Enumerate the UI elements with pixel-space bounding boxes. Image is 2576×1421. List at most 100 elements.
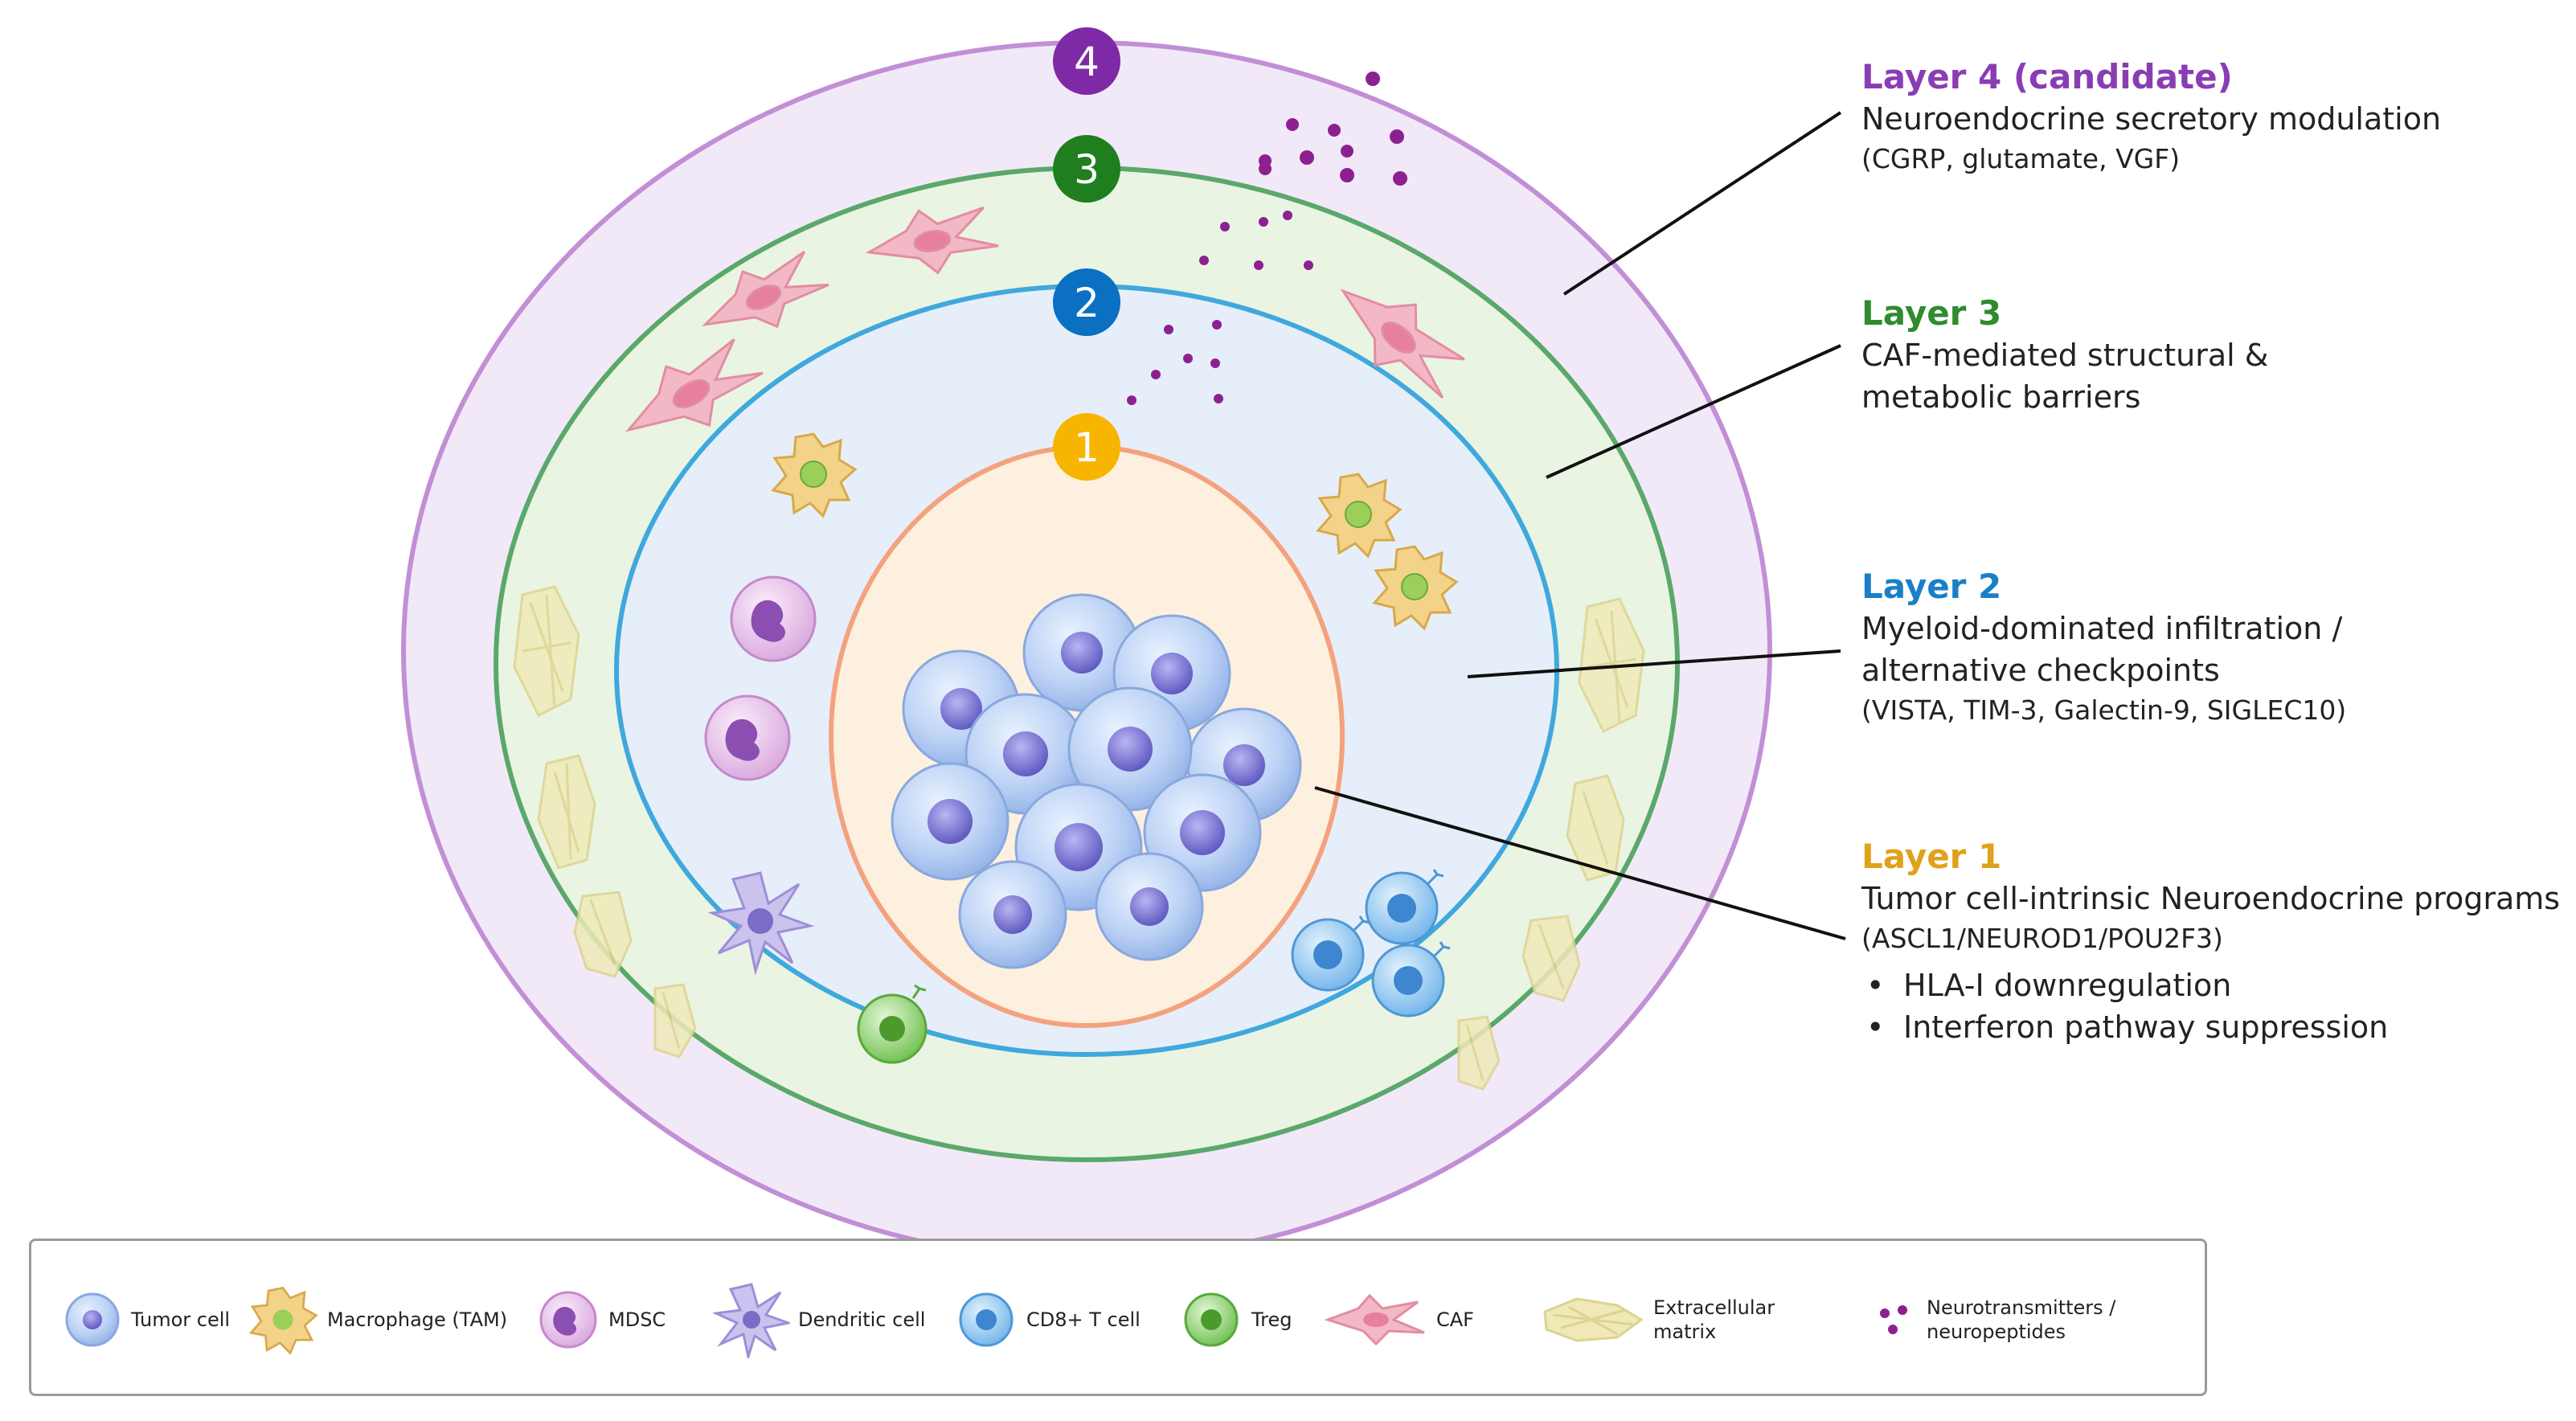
ecm-patch bbox=[1457, 1015, 1501, 1091]
neuro-dot bbox=[1283, 211, 1292, 220]
legend-label: Treg bbox=[1251, 1308, 1292, 1331]
badge-layer4: 4 bbox=[1053, 27, 1120, 95]
legend-item-cd8-t-cell: CD8+ T cell bbox=[954, 1241, 1141, 1398]
macrophage-cell bbox=[1316, 473, 1403, 559]
legend-label: Neurotransmitters / neuropeptides bbox=[1927, 1296, 2116, 1343]
treg-icon bbox=[1184, 1292, 1239, 1347]
legend: Tumor cell Macrophage (TAM) MDSC Dendrit… bbox=[29, 1239, 2207, 1396]
leader-line-layer2 bbox=[1467, 649, 1841, 678]
macrophage-cell bbox=[771, 432, 858, 518]
layer4-detail: (CGRP, glutamate, VGF) bbox=[1861, 143, 2181, 174]
neuro-dot bbox=[1366, 72, 1380, 86]
neuro-dot bbox=[1341, 145, 1354, 158]
caf-group bbox=[625, 206, 1465, 432]
dendritic-cell bbox=[707, 871, 815, 976]
leader-line-layer1 bbox=[1314, 786, 1846, 940]
layer1-description: Tumor cell-intrinsic Neuroendocrine prog… bbox=[1861, 881, 2561, 916]
legend-label: CD8+ T cell bbox=[1026, 1308, 1141, 1331]
badge-layer4-label: 4 bbox=[1074, 39, 1100, 85]
macrophage-group bbox=[771, 432, 1459, 631]
bullet-glyph: • bbox=[1866, 968, 1885, 1003]
neuro-dot bbox=[1340, 168, 1354, 182]
mdsc-cell bbox=[730, 575, 817, 662]
cd8-t-cell bbox=[1365, 869, 1444, 945]
layer4-title: Layer 4 (candidate) bbox=[1861, 57, 2233, 96]
layer1-bullet: • HLA-I downregulation bbox=[1861, 964, 2561, 1006]
legend-item-mdsc: MDSC bbox=[536, 1241, 666, 1398]
macrophage-icon bbox=[248, 1286, 318, 1355]
neuro-dot bbox=[1220, 222, 1230, 231]
neuro-dot bbox=[1286, 118, 1299, 131]
legend-item-treg: Treg bbox=[1179, 1241, 1292, 1398]
tumor-cell bbox=[958, 860, 1067, 969]
legend-label: MDSC bbox=[608, 1308, 666, 1331]
mdsc-icon bbox=[539, 1291, 597, 1349]
legend-item-neurotransmitters: Neurotransmitters / neuropeptides bbox=[1870, 1241, 2136, 1398]
layer2-title: Layer 2 bbox=[1861, 567, 2002, 606]
neuro-dot bbox=[1210, 358, 1220, 368]
legend-item-dendritic-cell: Dendritic cell bbox=[713, 1241, 925, 1398]
neuro-dot bbox=[1259, 217, 1268, 227]
layer1-callout: Layer 1 Tumor cell-intrinsic Neuroendocr… bbox=[1861, 836, 2561, 1048]
layer4-callout: Layer 4 (candidate) Neuroendocrine secre… bbox=[1861, 56, 2561, 178]
layer4-description: Neuroendocrine secretory modulation bbox=[1861, 101, 2442, 137]
badge-layer3-label: 3 bbox=[1074, 146, 1100, 193]
caf-cell bbox=[865, 206, 999, 275]
layer3-title: Layer 3 bbox=[1861, 293, 2002, 333]
bullet-glyph: • bbox=[1866, 1009, 1885, 1045]
layer3-description: CAF-mediated structural & metabolic barr… bbox=[1861, 338, 2269, 415]
tumor-cell bbox=[1022, 593, 1141, 712]
legend-item-extracellular-matrix: Extracellular matrix bbox=[1541, 1241, 1790, 1398]
layer1-bullet: • Interferon pathway suppression bbox=[1861, 1006, 2561, 1048]
bullet-text: Interferon pathway suppression bbox=[1903, 1009, 2389, 1045]
neuro-dot bbox=[1393, 171, 1407, 186]
legend-label: Extracellular matrix bbox=[1653, 1296, 1775, 1343]
ecm-patch bbox=[1521, 915, 1581, 1002]
neuro-dot bbox=[1212, 320, 1222, 330]
caf-icon bbox=[1324, 1293, 1425, 1346]
cd8-t-cell bbox=[1371, 941, 1451, 1018]
neuro-dot bbox=[1254, 260, 1263, 270]
neurotransmitter-dots-icon bbox=[1880, 1305, 1907, 1334]
tumor-cell-icon bbox=[65, 1292, 120, 1347]
neuro-dot bbox=[1328, 124, 1341, 137]
neuro-dot bbox=[1164, 325, 1173, 334]
tumor-cell bbox=[1067, 686, 1193, 812]
layer2-callout: Layer 2 Myeloid-dominated infiltration /… bbox=[1861, 566, 2561, 730]
neurotransmitter-dots bbox=[1127, 72, 1407, 405]
leader-lines bbox=[1314, 111, 1846, 940]
legend-label: Tumor cell bbox=[131, 1308, 231, 1331]
legend-item-tumor-cell: Tumor cell bbox=[62, 1241, 230, 1398]
tumor-cluster bbox=[891, 593, 1302, 969]
badge-layer3: 3 bbox=[1053, 135, 1120, 203]
layer1-detail: (ASCL1/NEUROD1/POU2F3) bbox=[1861, 923, 2223, 954]
neuro-dot bbox=[1199, 256, 1209, 265]
mdsc-group bbox=[704, 575, 817, 781]
neuro-dot bbox=[1304, 260, 1313, 270]
mdsc-cell bbox=[704, 694, 791, 781]
badge-layer1: 1 bbox=[1053, 413, 1120, 481]
legend-item-caf: CAF bbox=[1324, 1241, 1474, 1398]
layer1-title: Layer 1 bbox=[1861, 837, 2002, 876]
badge-layer1-label: 1 bbox=[1074, 424, 1100, 471]
ecm-patch bbox=[537, 754, 596, 870]
tumor-cell bbox=[1095, 852, 1204, 961]
legend-label: Macrophage (TAM) bbox=[327, 1308, 508, 1331]
cd8-t-cell bbox=[1291, 915, 1370, 992]
badge-layer2: 2 bbox=[1053, 268, 1120, 336]
neuro-dot bbox=[1390, 129, 1404, 144]
macrophage-cell bbox=[1372, 545, 1459, 631]
bullet-text: HLA-I downregulation bbox=[1903, 968, 2232, 1003]
layer3-callout: Layer 3 CAF-mediated structural & metabo… bbox=[1861, 293, 2561, 418]
dendritic-cell-icon bbox=[713, 1283, 790, 1358]
layer1-bullets: • HLA-I downregulation • Interferon pathwa… bbox=[1861, 964, 2561, 1048]
cd8-t-cell-group bbox=[1291, 869, 1451, 1018]
extracellular-matrix-group bbox=[513, 585, 1645, 1091]
caf-cell bbox=[625, 338, 764, 432]
neuro-dot bbox=[1151, 370, 1161, 379]
treg-cell bbox=[857, 984, 928, 1064]
neuro-dot bbox=[1183, 354, 1193, 363]
layer2-description: Myeloid-dominated infiltration / alterna… bbox=[1861, 611, 2343, 688]
leader-line-layer4 bbox=[1562, 111, 1842, 296]
